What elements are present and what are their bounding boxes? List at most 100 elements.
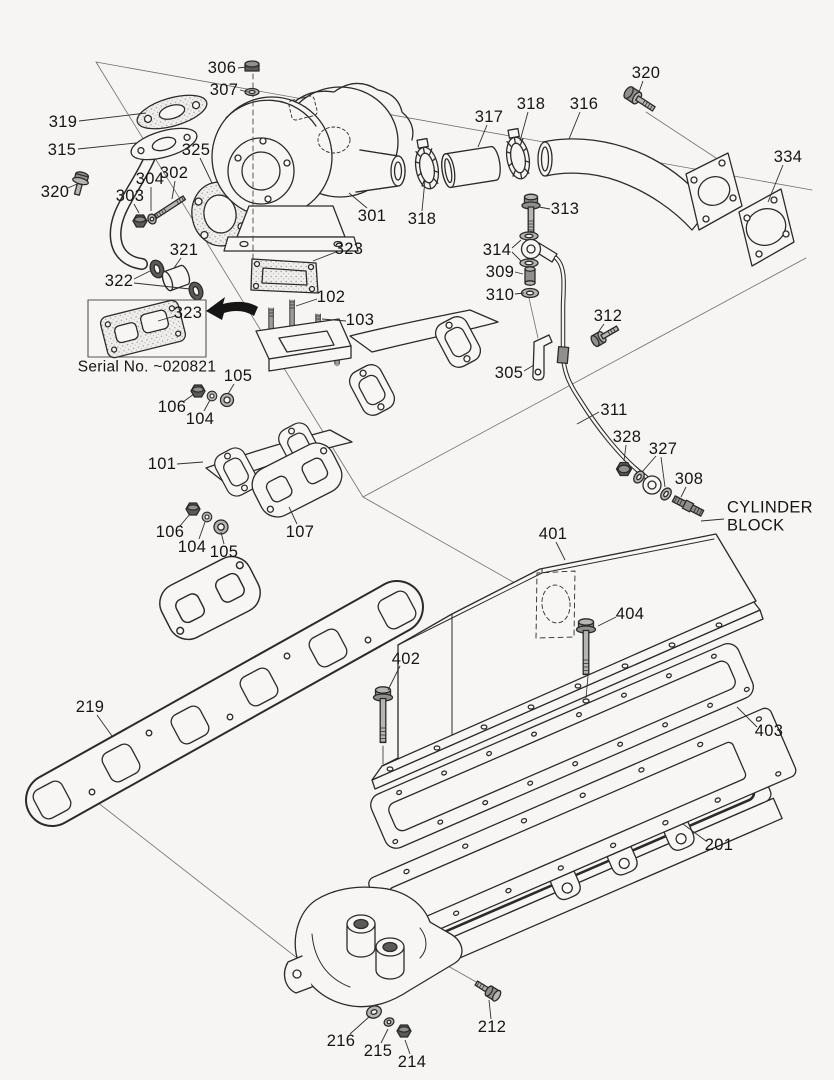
callout-107: 107 [285, 522, 315, 541]
callout-401: 401 [538, 524, 568, 543]
callout-320-a: 320 [40, 182, 70, 201]
leader-317 [477, 124, 488, 148]
leader-320-b [638, 80, 644, 93]
callout-307: 307 [209, 80, 239, 99]
leader-404 [597, 616, 617, 627]
callout-101: 101 [147, 454, 177, 473]
assembly-reference-lines [87, 61, 813, 1008]
callout-105-a: 105 [223, 366, 253, 385]
callout-304: 304 [135, 169, 165, 188]
leader-316 [568, 111, 581, 140]
leader-102 [295, 298, 318, 307]
leader-303 [133, 203, 140, 214]
callout-325: 325 [181, 140, 211, 159]
callout-215: 215 [363, 1041, 393, 1060]
leader-310 [514, 292, 525, 295]
leader-321 [173, 257, 182, 269]
leader-103 [321, 318, 347, 322]
callout-402: 402 [391, 649, 421, 668]
callout-216: 216 [326, 1031, 356, 1050]
leader-318-a [421, 179, 426, 212]
turbocharger-301 [211, 73, 414, 267]
cover-bolt-404 [575, 618, 597, 704]
leader-403 [736, 706, 758, 728]
leader-312 [598, 323, 605, 332]
leader-219 [96, 714, 113, 737]
leader-325 [199, 157, 213, 184]
inset-pointer-arrow [206, 297, 258, 320]
leader-328 [623, 444, 627, 462]
inlet-housing [283, 886, 463, 1008]
leader-319 [78, 112, 147, 122]
callout-305: 305 [494, 363, 524, 382]
leader-402 [387, 665, 401, 691]
oil-drain-pipe-group [109, 94, 208, 301]
callout-318-b: 318 [516, 94, 546, 113]
callout-327: 327 [648, 439, 678, 458]
callout-312: 312 [593, 306, 623, 325]
callout-320-b: 320 [631, 63, 661, 82]
cover-bolt-402 [372, 686, 394, 765]
callout-103: 103 [345, 310, 375, 329]
oil-feed-line-group [519, 193, 705, 517]
callout-cylinder-block-note: CYLINDER BLOCK [727, 498, 813, 535]
leader-216 [349, 1015, 371, 1035]
leader-309 [514, 271, 524, 275]
leader-334 [767, 164, 784, 203]
leader-322 [133, 282, 191, 290]
callout-106-a: 106 [157, 397, 187, 416]
leader-214 [404, 1039, 411, 1055]
callout-323-inset: 323 [173, 303, 203, 322]
leader-320-a [67, 183, 78, 189]
leader-314 [511, 251, 522, 262]
leader-313 [538, 206, 551, 210]
leader-308 [680, 486, 687, 498]
leader-104-b [198, 521, 206, 540]
drain-hardware [366, 980, 502, 1038]
intake-cover-401 [371, 533, 764, 790]
turbo-mount-hardware [72, 171, 187, 228]
leader-cylinder-block-note [700, 518, 725, 522]
leader-106-b [179, 513, 191, 527]
leader-107 [288, 506, 298, 525]
callout-201: 201 [704, 835, 734, 854]
callout-321: 321 [169, 240, 199, 259]
callout-318-a: 318 [407, 209, 437, 228]
leader-306 [237, 66, 247, 69]
nut-306-washer-307 [244, 60, 260, 97]
callout-301: 301 [357, 206, 387, 225]
leader-314 [511, 239, 522, 249]
leader-212 [488, 999, 492, 1020]
callout-214: 214 [397, 1052, 427, 1071]
callout-308: 308 [674, 469, 704, 488]
manifold-gasket-219 [25, 580, 424, 827]
leader-327 [641, 455, 657, 473]
callout-104-b: 104 [177, 537, 207, 556]
leader-302 [171, 180, 176, 200]
callout-219: 219 [75, 697, 105, 716]
callout-302: 302 [159, 163, 189, 182]
leader-105-a [227, 383, 235, 395]
callout-315: 315 [47, 140, 77, 159]
leader-106-a [182, 393, 195, 403]
leader-323-top [312, 251, 337, 262]
callout-104-a: 104 [185, 409, 215, 428]
leader-215 [380, 1028, 389, 1044]
leader-307 [239, 89, 249, 93]
leader-101 [176, 461, 204, 465]
callout-314: 314 [482, 240, 512, 259]
leader-318-b [519, 111, 529, 142]
callout-404: 404 [615, 604, 645, 623]
exhaust-manifold-group [152, 258, 499, 648]
callout-317: 317 [474, 107, 504, 126]
leader-315 [77, 142, 137, 150]
callout-309: 309 [485, 262, 515, 281]
callout-105-b: 105 [209, 542, 239, 561]
callout-313: 313 [550, 199, 580, 218]
leader-105-b [220, 531, 225, 545]
callout-212: 212 [477, 1017, 507, 1036]
leader-401 [555, 541, 566, 561]
